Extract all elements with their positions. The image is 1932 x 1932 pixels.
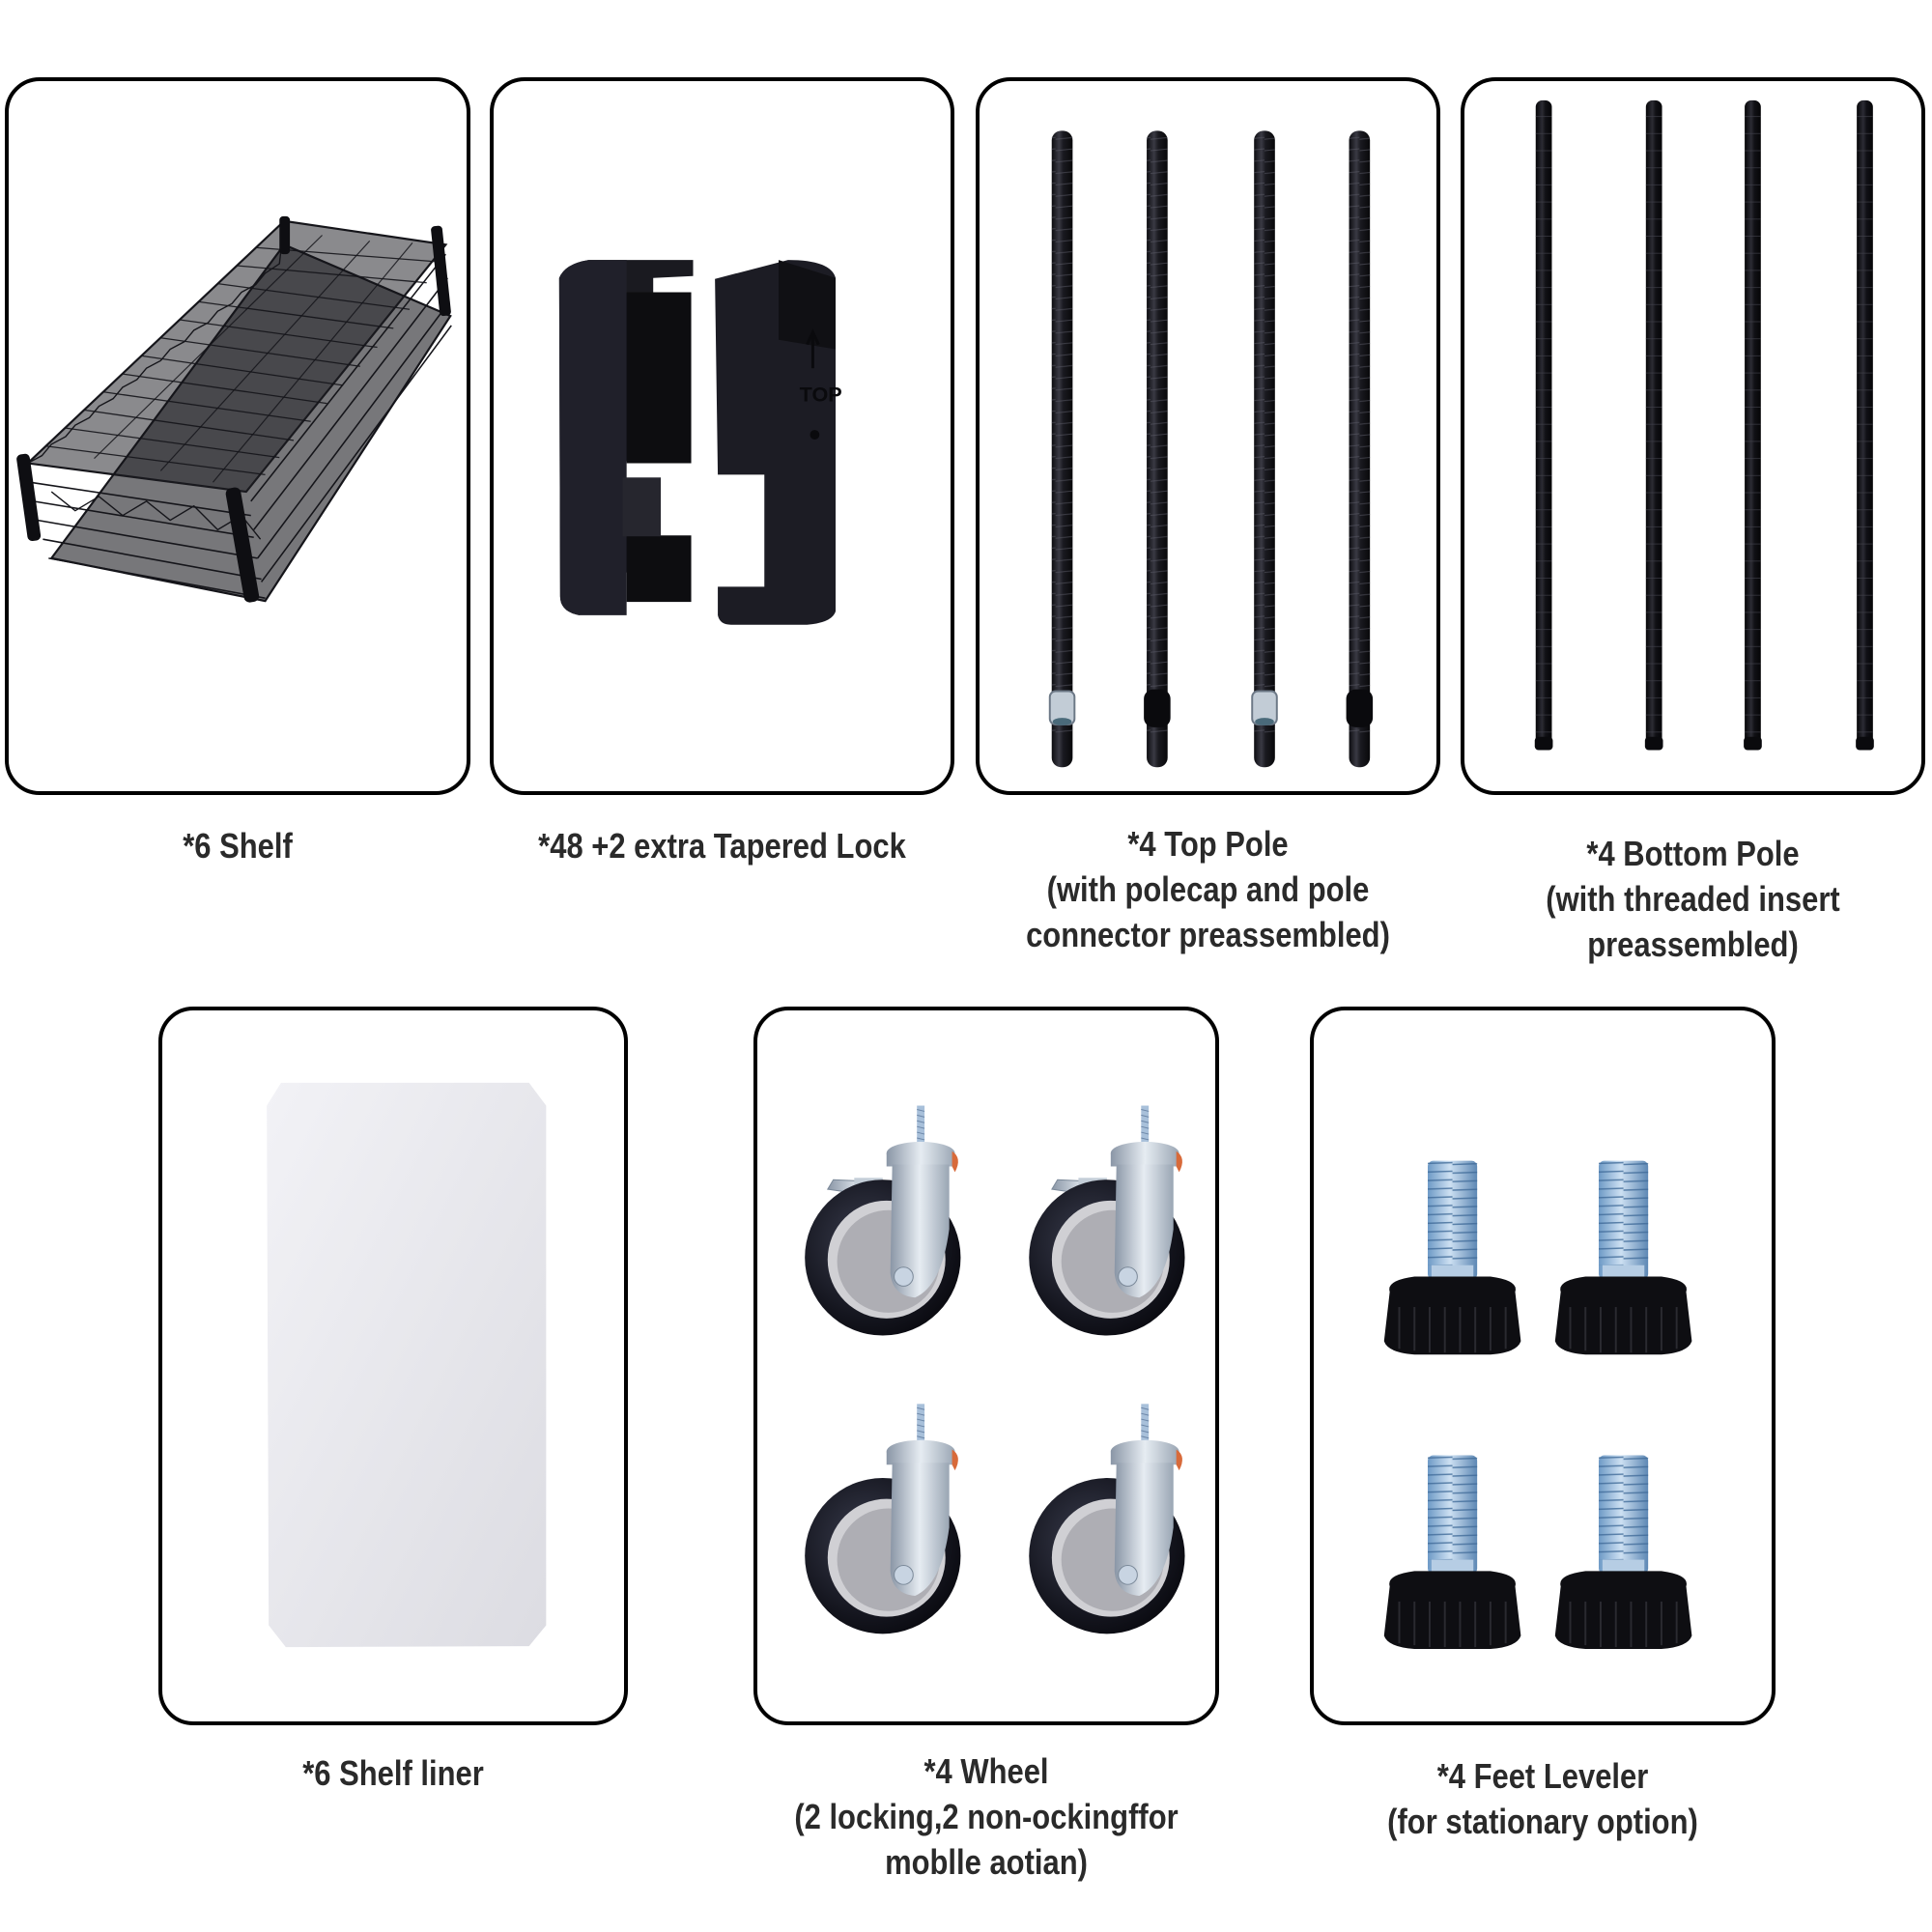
bottom-poles-image [1534,99,1874,751]
caption-tapered-lock-line-1: *48 +2 extra Tapered Lock [538,826,906,866]
part-panel-top-pole [976,77,1440,795]
caption-shelf-liner-line-1: *6 Shelf liner [302,1753,484,1793]
caption-top-pole-line-2: (with polecap and pole [1046,869,1370,909]
caption-feet-leveler-line-1: *4 Feet Leveler [1436,1756,1649,1796]
caption-top-pole-line-3: connector preassembled) [1026,915,1390,954]
caption-shelf: *6 Shelf [38,823,439,868]
part-panel-feet-leveler [1310,1007,1776,1725]
part-panel-shelf-liner [158,1007,628,1725]
caption-bottom-pole-line-3: preassembled) [1587,924,1799,964]
feet-levelers-image [1382,1159,1693,1651]
caption-tapered-lock: *48 +2 extra Tapered Lock [523,823,923,868]
part-panel-bottom-pole [1461,77,1925,795]
caption-wheel: *4 Wheel (2 locking,2 non-ockingffor mob… [770,1748,1204,1885]
wire-shelf-image [16,215,452,603]
lock-top-emboss: TOP [800,383,842,407]
caption-top-pole-line-1: *4 Top Pole [1127,824,1289,864]
top-poles-image [1048,130,1374,768]
caption-bottom-pole-line-2: (with threaded insert [1546,879,1840,919]
tapered-lock-image: TOP [558,260,842,625]
part-panel-shelf [5,77,470,795]
caption-bottom-pole: *4 Bottom Pole (with threaded insert pre… [1493,831,1893,967]
wheels-image [804,1105,1186,1634]
caption-bottom-pole-line-1: *4 Bottom Pole [1586,834,1800,873]
caption-wheel-line-2: (2 locking,2 non-ockingffor [794,1797,1179,1836]
caption-wheel-line-3: moblle aotian) [885,1842,1088,1882]
part-panel-tapered-lock: TOP [490,77,954,795]
caption-shelf-line-1: *6 Shelf [183,826,293,866]
part-panel-wheel [753,1007,1219,1725]
caption-feet-leveler-line-2: (for stationary option) [1387,1802,1698,1841]
caption-wheel-line-1: *4 Wheel [923,1751,1049,1791]
caption-top-pole: *4 Top Pole (with polecap and pole conne… [1009,821,1408,957]
shelf-liner-image [267,1082,547,1648]
caption-shelf-liner: *6 Shelf liner [191,1750,595,1796]
caption-feet-leveler: *4 Feet Leveler (for stationary option) [1343,1753,1744,1844]
